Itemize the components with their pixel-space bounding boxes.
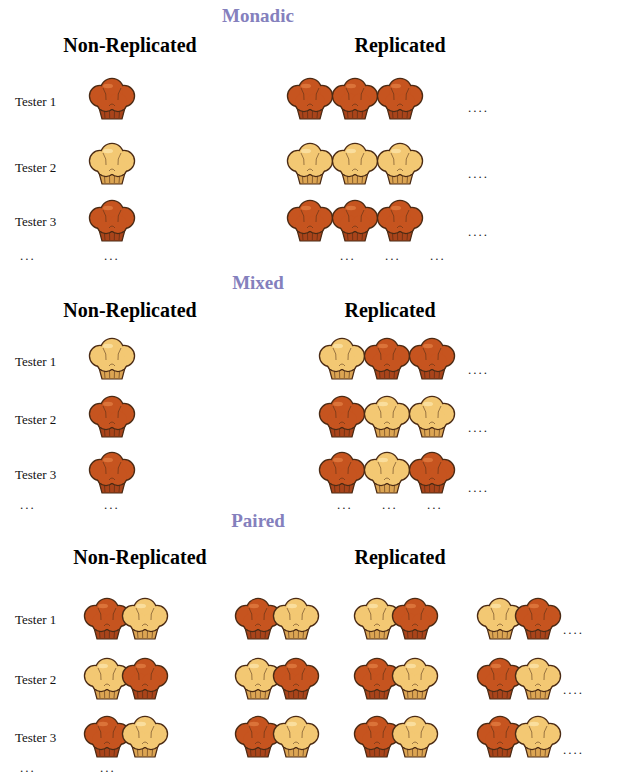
ellipsis: .... [468,167,489,181]
muffin-icon [516,659,560,699]
muffin-icon [410,453,454,493]
row-label: Tester 1 [15,95,56,109]
column-header: Replicated [354,34,445,56]
ellipsis: ... [104,249,120,263]
muffin-icon [516,717,560,757]
muffin-icon [123,659,167,699]
row-label: Tester 2 [15,161,56,175]
ellipsis: .... [468,363,489,377]
section-title: Mixed [232,273,284,294]
muffin-icon [378,79,422,119]
muffin-icon [333,201,377,241]
muffin-icon [333,144,377,184]
column-header: Non-Replicated [63,299,196,321]
ellipsis: ... [100,761,116,775]
ellipsis: .... [468,421,489,435]
ellipsis: ... [104,498,120,512]
ellipsis: ... [20,249,36,263]
muffin-icon [333,79,377,119]
ellipsis: .... [468,481,489,495]
muffin-icon [365,339,409,379]
muffin-icon [90,144,134,184]
muffin-icon [90,453,134,493]
muffin-icon [90,339,134,379]
muffin-icon [378,201,422,241]
ellipsis: .... [468,225,489,239]
ellipsis: ... [382,498,398,512]
section-title: Monadic [222,6,294,27]
ellipsis: ... [427,498,443,512]
column-header: Non-Replicated [63,34,196,56]
ellipsis: ... [20,761,36,775]
muffin-icon [378,144,422,184]
muffin-icon [516,599,560,639]
muffin-icon [393,599,437,639]
ellipsis: .... [468,101,489,115]
column-header: Replicated [344,299,435,321]
ellipsis: ... [20,498,36,512]
muffin-icon [123,599,167,639]
row-label: Tester 3 [15,468,56,482]
ellipsis: .... [563,683,584,697]
muffin-icon [320,397,364,437]
muffin-icon [393,659,437,699]
row-label: Tester 3 [15,215,56,229]
muffin-icon [90,397,134,437]
muffin-icon [410,397,454,437]
muffin-icon [274,599,318,639]
muffin-icon [320,339,364,379]
muffin-icon [274,659,318,699]
muffin-icon [90,201,134,241]
section-title: Paired [231,511,284,532]
muffin-icon [393,717,437,757]
muffin-icon [123,717,167,757]
muffin-icon [320,453,364,493]
ellipsis: ... [337,498,353,512]
column-header: Non-Replicated [73,546,206,568]
row-label: Tester 3 [15,731,56,745]
muffin-icon [288,79,332,119]
ellipsis: ... [430,249,446,263]
muffin-icon [274,717,318,757]
row-label: Tester 2 [15,673,56,687]
row-label: Tester 2 [15,413,56,427]
ellipsis: ... [385,249,401,263]
muffin-icon [90,79,134,119]
row-label: Tester 1 [15,355,56,369]
ellipsis: .... [563,743,584,757]
muffin-icon [365,397,409,437]
ellipsis: ... [340,249,356,263]
muffin-icon [288,201,332,241]
muffin-icon [410,339,454,379]
muffin-icon [365,453,409,493]
column-header: Replicated [354,546,445,568]
ellipsis: .... [563,623,584,637]
row-label: Tester 1 [15,613,56,627]
muffin-icon [288,144,332,184]
